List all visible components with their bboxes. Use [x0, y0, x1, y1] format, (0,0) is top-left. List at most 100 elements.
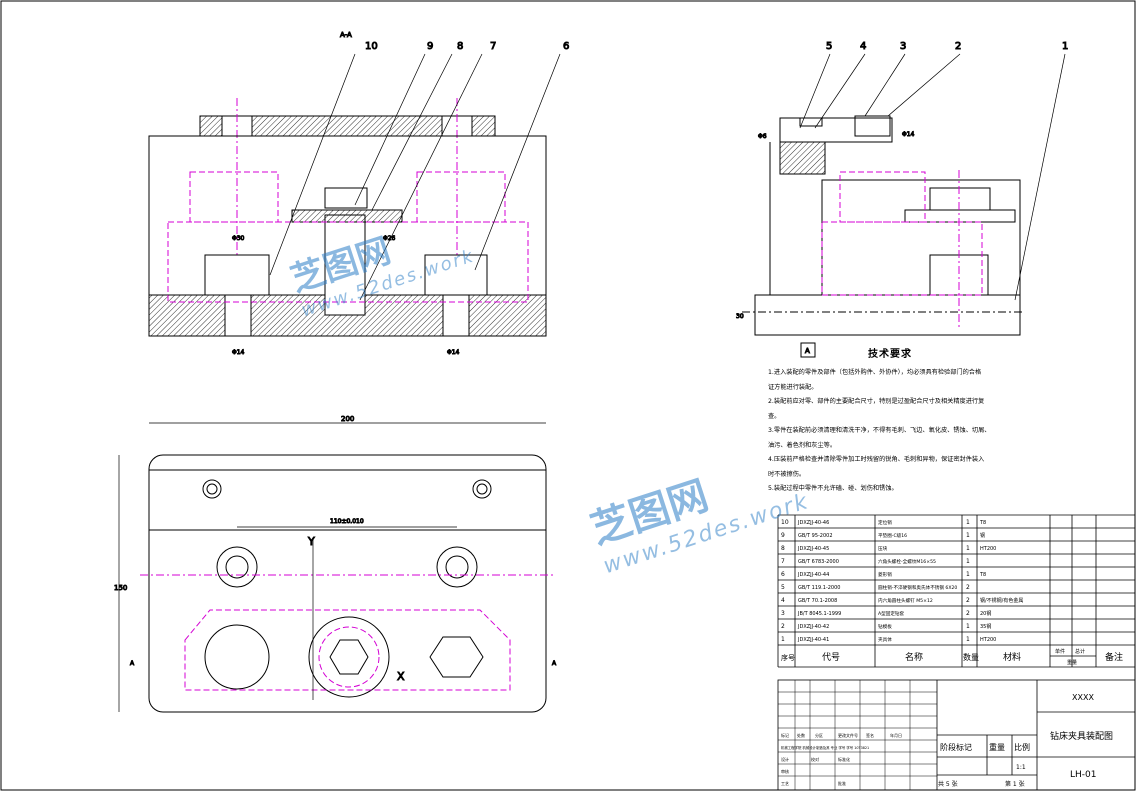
side-view: 5 4 3 2 1 Φ14 Φ6 30 A — [736, 41, 1069, 358]
callout-8: 8 — [457, 41, 463, 52]
bom-no: 7 — [781, 558, 785, 565]
bom-code: JDXZJJ-40-45 — [797, 546, 829, 552]
bom-no: 1 — [781, 636, 785, 643]
bom-qty: 1 — [966, 558, 970, 565]
dim-dia-left-top: Φ30 — [232, 235, 245, 242]
weight-label: 重量 — [989, 742, 1005, 752]
bom-name: 钻模板 — [878, 623, 892, 630]
tech-item: 3.零件在装配前必须清理和清洗干净，不得有毛刺、飞边、氧化皮、锈蚀、切屑、 — [768, 427, 991, 434]
dim-height-side: 30 — [736, 313, 744, 320]
bom-material: HT200 — [980, 546, 996, 552]
bom-name: 平垫圈-C级16 — [878, 532, 907, 539]
bom-qty: 1 — [966, 623, 970, 630]
bom-no: 4 — [781, 597, 785, 604]
bom-code: GB/T 6783-2000 — [798, 559, 839, 565]
dim-dia-side2: Φ6 — [758, 133, 767, 140]
top-view: 200 150 110±0.010 Y X A A — [114, 415, 558, 713]
company: XXXX — [1072, 693, 1094, 702]
scale-label: 比例 — [1014, 742, 1030, 752]
bom-name: 六角头螺栓-全螺纹M16×55 — [878, 558, 936, 565]
callout-9: 9 — [427, 41, 433, 52]
tech-title: 技术要求 — [868, 349, 912, 360]
dim-dia-right-top: Φ26 — [383, 235, 396, 242]
callout-4: 4 — [860, 41, 866, 52]
row-count: 处数 — [797, 732, 805, 738]
tech-item: 4.压装前严格检查并清除零件加工时残留的锐角、毛刺和异物，保证密封件装入 — [768, 456, 985, 463]
review-label: 审核 — [781, 768, 789, 774]
bom-material: HT200 — [980, 637, 996, 643]
row-sign: 签名 — [866, 732, 874, 738]
drawing-number: LH-01 — [1070, 770, 1096, 780]
bom-no: 2 — [781, 623, 785, 630]
design-label: 设计 — [781, 756, 789, 762]
bom-no: 9 — [781, 532, 785, 539]
tech-item: 查。 — [768, 412, 781, 420]
bom-header-single: 单件 — [1055, 648, 1065, 655]
tech-item: 1.进入装配的零件及部件（包括外购件、外协件），均必须具有检验部门的合格 — [768, 369, 982, 376]
dim-overall-length: 200 — [341, 415, 354, 423]
bom-material: T8 — [979, 520, 986, 526]
bom-code: JDXZJJ-40-44 — [797, 572, 829, 578]
bom-qty: 2 — [966, 584, 970, 591]
bom-code: JDXZJJ-40-46 — [797, 520, 829, 526]
bom-material: 钢 — [980, 532, 985, 539]
callout-2: 2 — [955, 41, 961, 52]
tech-item: 证方能进行装配。 — [768, 383, 818, 391]
dim-dia-left-bottom: Φ14 — [232, 349, 245, 356]
tech-item: 时不被擦伤。 — [768, 470, 806, 478]
bom-no: 3 — [781, 610, 785, 617]
callout-1: 1 — [1062, 41, 1068, 52]
axis-y: Y — [307, 535, 315, 548]
bom-header-qty: 数量 — [963, 652, 979, 662]
dim-dia-side: Φ14 — [902, 131, 915, 138]
bom-name: 内六角圆柱头螺钉 M5×12 — [878, 597, 933, 604]
section-right-label: A — [552, 660, 557, 667]
bom-code: JB/T 8045.1-1999 — [797, 611, 841, 617]
process-label: 工艺 — [781, 781, 789, 786]
a-marker: A — [805, 347, 810, 355]
bom-header-weight: 重量 — [1067, 659, 1077, 666]
bom-code: GB/T 70.1-2008 — [798, 598, 837, 604]
bom-code: JDXZJJ-40-41 — [797, 637, 829, 643]
row-zone: 分区 — [815, 732, 823, 738]
bom-qty: 2 — [966, 597, 970, 604]
view-label: A-A — [340, 31, 352, 39]
bom-material: 钢/不锈钢/有色金属 — [980, 597, 1023, 604]
bom-material: T8 — [979, 572, 986, 578]
callout-6: 6 — [563, 41, 569, 52]
bom-qty: 1 — [966, 636, 970, 643]
bom-name: 夹具体 — [878, 636, 892, 643]
callout-5: 5 — [826, 41, 832, 52]
callout-3: 3 — [900, 41, 906, 52]
standard-label: 标准化 — [838, 756, 850, 762]
bom-header-no: 序号 — [781, 653, 795, 662]
stage-label: 阶段标记 — [940, 742, 972, 752]
row-change: 更改文件号 — [838, 732, 858, 738]
bom-qty: 1 — [966, 532, 970, 539]
bom-no: 5 — [781, 584, 785, 591]
tech-item: 2.装配前应对零、部件的主要配合尺寸，特别是过盈配合尺寸及相关精度进行复 — [768, 398, 985, 405]
drawing-name: 钻床夹具装配图 — [1050, 730, 1113, 742]
dim-dia-right-bottom: Φ14 — [447, 349, 460, 356]
bom-header-name: 名称 — [905, 651, 923, 663]
bom-no: 10 — [781, 519, 789, 526]
bom-qty: 1 — [966, 571, 970, 578]
bom-name: 压块 — [878, 545, 888, 552]
bom-header-code: 代号 — [822, 652, 840, 663]
bom-qty: 1 — [966, 545, 970, 552]
dim-hole-spacing: 110±0.010 — [330, 518, 364, 525]
axis-x: X — [397, 670, 405, 683]
bom-name: 定位销 — [878, 519, 892, 526]
bom-name: 圆柱销-不淬硬钢和奥氏体不锈钢 6X20 — [878, 584, 957, 591]
bom-header-remark: 备注 — [1105, 651, 1123, 663]
row-marks: 标记 — [781, 732, 789, 738]
tech-item: 油污、着色剂和灰尘等。 — [768, 441, 837, 449]
bom-qty: 1 — [966, 519, 970, 526]
bom-header-total: 总计 — [1075, 648, 1085, 655]
sheets-total: 共 5 张 — [938, 780, 958, 788]
bom-no: 8 — [781, 545, 785, 552]
bom-no: 6 — [781, 571, 785, 578]
sheet-number: 第 1 张 — [1005, 780, 1025, 788]
